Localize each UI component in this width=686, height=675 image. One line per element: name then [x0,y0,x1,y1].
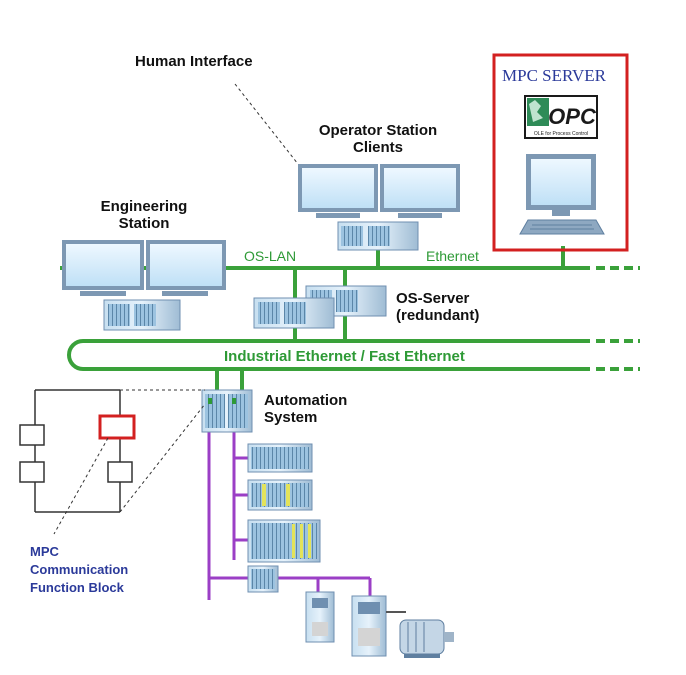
mpc-server-label: MPC SERVER [502,66,606,85]
os-server-label: OS-Server (redundant) [396,290,480,325]
io-module-3 [247,519,321,563]
opc-logo-subtitle: OLE for Process Control [534,131,588,137]
opc-logo-text: OPC [548,104,597,129]
industrial-ethernet-label: Industrial Ethernet / Fast Ethernet [224,348,465,365]
mpc-server-box [492,53,629,252]
io-module-1 [247,443,313,473]
automation-system-rack [201,389,253,433]
os-lan-label: OS-LAN [244,248,297,264]
io-module-2 [247,479,313,511]
function-block-schematic [19,389,136,513]
engineering-station-monitors [62,240,226,296]
fieldbus-lines [207,432,372,600]
drive-unit-1 [305,591,335,643]
engineering-station-computer [103,299,181,331]
automation-system-label: Automation System [264,392,348,427]
mpc-server-computer-icon [519,154,605,235]
operator-station-computer [337,221,419,251]
industrial-ethernet-ring [67,339,640,371]
motor-icon [386,611,454,658]
mpc-function-block-label: MPC Communication Function Block [30,544,129,596]
engineering-station-label: Engineering Station [100,198,188,233]
human-interface-label: Human Interface [135,53,253,70]
os-server-units [253,285,387,329]
drive-unit-2 [351,595,387,657]
operator-station-label: Operator Station Clients [318,122,438,157]
opc-logo: OPC OLE for Process Control [524,95,598,139]
ethernet-label: Ethernet [426,248,479,264]
operator-station-monitors [298,164,460,218]
io-module-4 [247,565,279,593]
connector-lines [53,83,299,535]
